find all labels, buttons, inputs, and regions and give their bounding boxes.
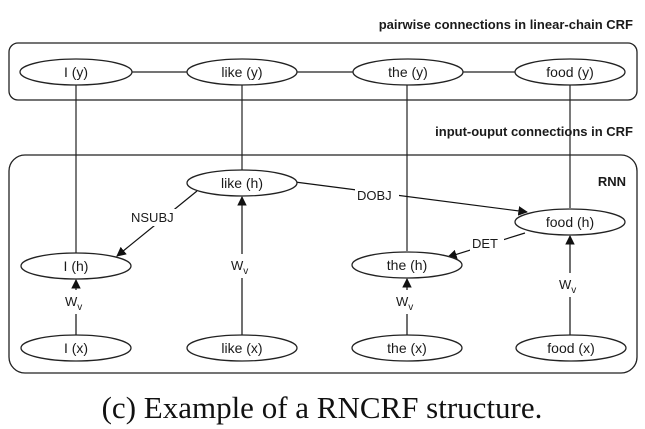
node-i-h: I (h): [20, 252, 132, 280]
svg-text:the (h): the (h): [387, 257, 427, 273]
svg-text:food (x): food (x): [547, 340, 594, 356]
node-i-x: I (x): [20, 334, 132, 362]
node-food-x: food (x): [515, 334, 627, 362]
dobj-edge: [294, 181, 528, 216]
crf-box: [8, 42, 638, 101]
nsubj-label: NSUBJ: [131, 210, 174, 225]
svg-text:like (h): like (h): [221, 175, 263, 191]
svg-text:I (y): I (y): [64, 64, 88, 80]
weight-label-like: Wv: [231, 258, 248, 277]
det-label: DET: [472, 236, 498, 251]
node-like-y: like (y): [186, 58, 298, 86]
node-like-h: like (h): [186, 169, 298, 197]
io-connections-title: input-ouput connections in CRF: [435, 124, 633, 139]
dobj-label: DOBJ: [357, 188, 392, 203]
rnn-box-title: RNN: [598, 174, 626, 189]
rnn-box: [8, 154, 638, 374]
svg-text:like (x): like (x): [221, 340, 262, 356]
svg-text:I (h): I (h): [64, 258, 89, 274]
node-the-y: the (y): [352, 58, 464, 86]
node-i-y: I (y): [19, 58, 133, 86]
node-food-h: food (h): [514, 208, 626, 236]
weight-label-the: Wv: [396, 294, 413, 313]
node-food-y: food (y): [514, 58, 626, 86]
svg-text:the (y): the (y): [388, 64, 428, 80]
svg-text:food (h): food (h): [546, 214, 594, 230]
node-the-h: the (h): [351, 251, 463, 279]
svg-text:like (y): like (y): [221, 64, 262, 80]
node-the-x: the (x): [351, 334, 463, 362]
weight-label-i: Wv: [65, 294, 82, 313]
figure-caption: (c) Example of a RNCRF structure.: [102, 390, 543, 425]
svg-text:I (x): I (x): [64, 340, 88, 356]
svg-text:the (x): the (x): [387, 340, 427, 356]
weight-label-food: Wv: [559, 277, 576, 296]
svg-text:food (y): food (y): [546, 64, 593, 80]
node-like-x: like (x): [186, 334, 298, 362]
crf-box-title: pairwise connections in linear-chain CRF: [379, 17, 633, 32]
